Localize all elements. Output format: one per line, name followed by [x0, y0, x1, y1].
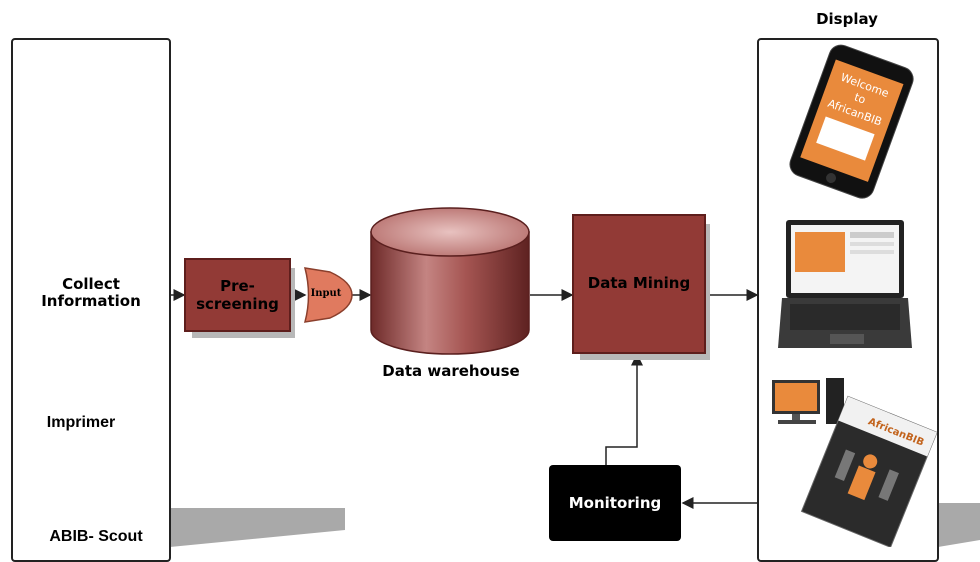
abib-scout-label: ABIB- Scout [49, 528, 143, 545]
display-title: Display [816, 10, 878, 28]
prescreening-label-line2: screening [196, 295, 279, 313]
monitoring-box: Monitoring [549, 465, 681, 541]
collect-panel [11, 38, 171, 562]
data-mining-box: Data Mining [572, 214, 706, 354]
warehouse-cylinder [370, 207, 530, 355]
monitoring-label: Monitoring [568, 494, 662, 512]
display-panel [757, 38, 939, 562]
collect-information-label: Collect Information [22, 275, 160, 311]
smartphone-icon: Welcome to AfricanBIB [789, 44, 914, 199]
data-mining-label: Data Mining [587, 274, 691, 292]
magazine-icon: AfricanBIB [800, 395, 938, 547]
prescreening-label-line1: Pre- [220, 277, 255, 295]
phone-text-2: to [853, 91, 868, 107]
shadow-left [170, 508, 345, 547]
shadow-right [938, 503, 980, 547]
arrow-monitoring-to-mining [605, 353, 643, 465]
prescreening-box: Pre- screening [184, 258, 291, 332]
desktop-computer-icon [772, 378, 844, 424]
input-label: Input [310, 288, 342, 299]
imprimer-label: Imprimer [46, 414, 116, 431]
input-funnel-shape [303, 267, 353, 323]
collect-label-line1: Collect [62, 275, 120, 293]
laptop-icon [778, 220, 912, 348]
data-warehouse-label: Data warehouse [382, 362, 520, 380]
collect-label-line2: Information [41, 292, 141, 311]
